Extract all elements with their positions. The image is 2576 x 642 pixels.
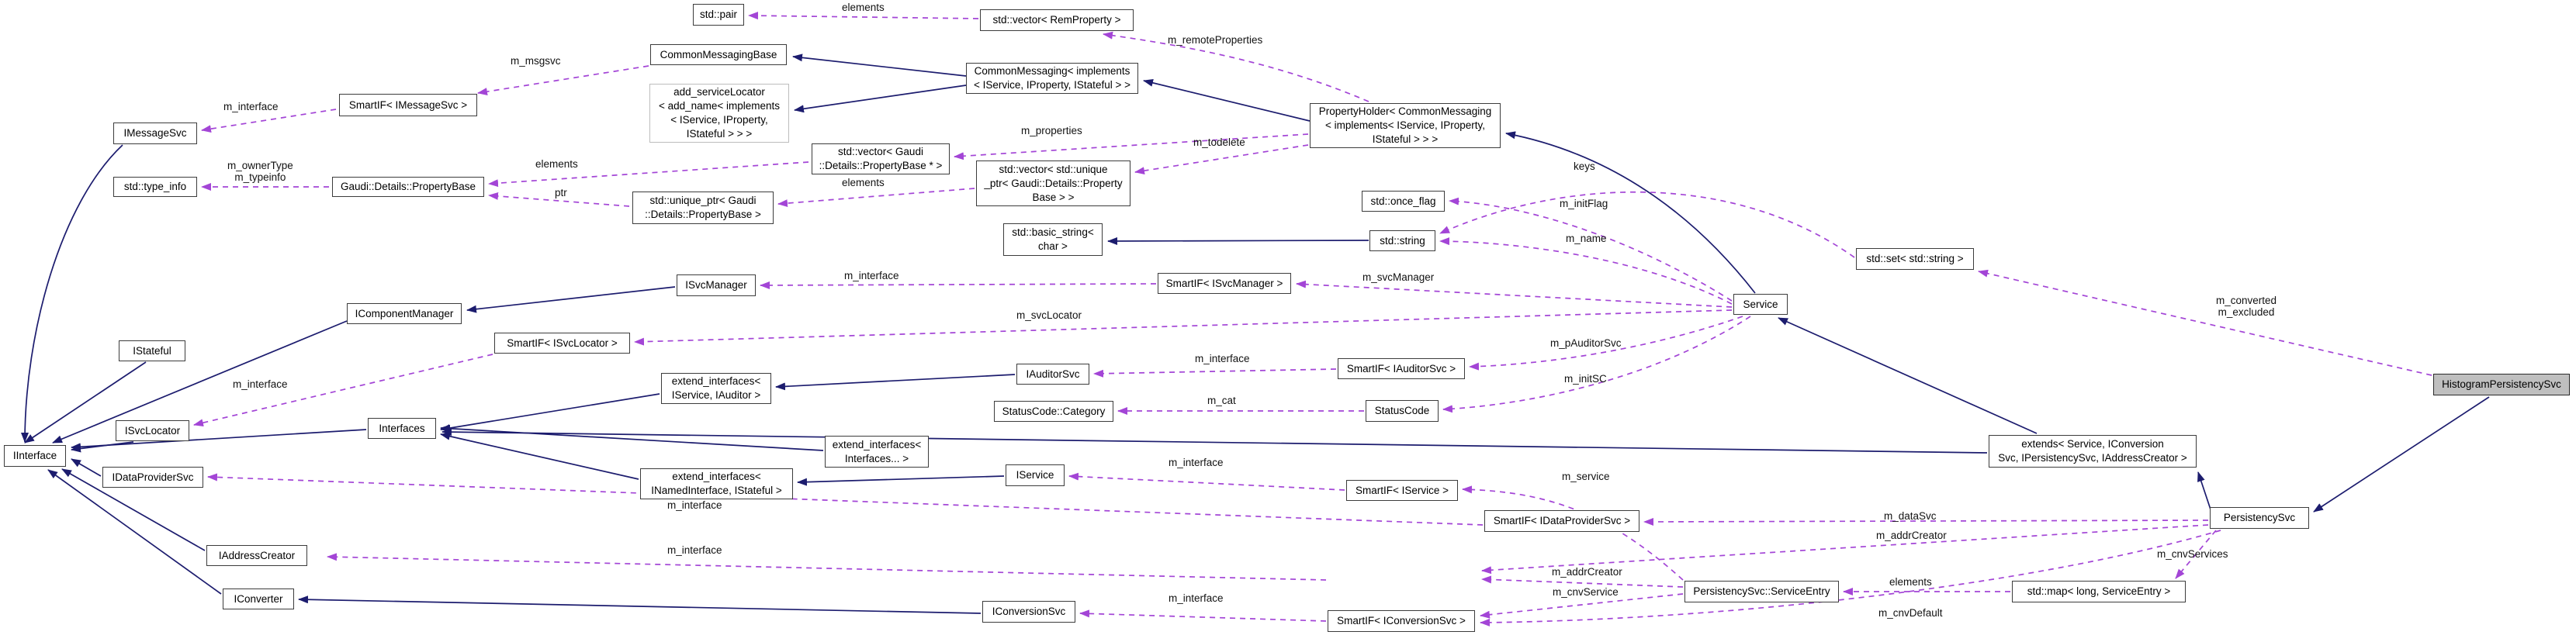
inheritance-edges bbox=[21, 54, 2490, 614]
node-std-set-string[interactable]: std::set< std::string > bbox=[1856, 248, 1974, 270]
node-std-once-flag[interactable]: std::once_flag bbox=[1362, 191, 1445, 212]
edge-label-datasvc: m_dataSvc bbox=[1884, 510, 1937, 522]
edge-label-elements-pair: elements bbox=[842, 2, 885, 13]
edge-label-svclocator: m_svcLocator bbox=[1016, 309, 1082, 321]
node-istateful[interactable]: IStateful bbox=[119, 340, 185, 361]
node-propertyholder[interactable]: PropertyHolder< CommonMessaging < implem… bbox=[1310, 103, 1501, 148]
node-extend-interfaces-variadic[interactable]: extend_interfaces< Interfaces... > bbox=[825, 436, 929, 468]
edge-label-cnvdefault: m_cnvDefault bbox=[1878, 607, 1943, 619]
edge-label-elements-vec: elements bbox=[842, 177, 885, 188]
edge-label-interface-svcloc: m_interface bbox=[233, 378, 288, 390]
node-std-unique-ptr[interactable]: std::unique_ptr< Gaudi ::Details::Proper… bbox=[632, 192, 774, 224]
node-std-vector-gaudi-propertybase[interactable]: std::vector< Gaudi ::Details::PropertyBa… bbox=[812, 143, 950, 174]
node-add-servicelocator[interactable]: add_serviceLocator < add_name< implement… bbox=[649, 84, 789, 143]
node-statuscode-category[interactable]: StatusCode::Category bbox=[994, 401, 1113, 422]
edge-label-elements-pb: elements bbox=[535, 158, 578, 170]
node-std-map-long-serviceentry[interactable]: std::map< long, ServiceEntry > bbox=[2012, 581, 2186, 602]
node-smartif-iconversionsvc[interactable]: SmartIF< IConversionSvc > bbox=[1328, 610, 1475, 632]
node-smartif-imessagesvc[interactable]: SmartIF< IMessageSvc > bbox=[339, 94, 477, 116]
node-iservice[interactable]: IService bbox=[1006, 464, 1065, 486]
node-std-vector-unique-ptr[interactable]: std::vector< std::unique _ptr< Gaudi::De… bbox=[976, 160, 1130, 206]
edge-label-cnvservices: m_cnvServices bbox=[2157, 548, 2228, 560]
edge-label-initflag: m_initFlag bbox=[1560, 198, 1608, 209]
edge-label-name: m_name bbox=[1566, 233, 1607, 244]
edge-label-interface-msg: m_interface bbox=[223, 101, 279, 112]
edge-label-remoteproperties: m_remoteProperties bbox=[1168, 34, 1263, 46]
edge-label-properties: m_properties bbox=[1021, 125, 1082, 136]
node-iconversionsvc[interactable]: IConversionSvc bbox=[982, 601, 1075, 623]
node-std-basic-string[interactable]: std::basic_string< char > bbox=[1003, 223, 1103, 256]
edge-label-interface-auditor: m_interface bbox=[1195, 353, 1250, 364]
edge-label-interface-svcmgr: m_interface bbox=[844, 270, 899, 281]
edge-label-ptr: ptr bbox=[555, 187, 567, 198]
node-persistencysvc-serviceentry[interactable]: PersistencySvc::ServiceEntry bbox=[1684, 581, 1839, 602]
node-extend-interfaces-iservice-iauditor[interactable]: extend_interfaces< IService, IAuditor > bbox=[661, 373, 771, 404]
node-iconverter[interactable]: IConverter bbox=[223, 588, 294, 609]
node-iinterface[interactable]: IInterface bbox=[4, 445, 66, 467]
edge-label-svcmanager: m_svcManager bbox=[1362, 271, 1435, 283]
node-iauditorsvc[interactable]: IAuditorSvc bbox=[1016, 364, 1089, 385]
edge-label-pauditorsvc: m_pAuditorSvc bbox=[1550, 337, 1622, 349]
node-smartif-iservice[interactable]: SmartIF< IService > bbox=[1346, 480, 1458, 501]
edge-label-interface-addr: m_interface bbox=[667, 544, 722, 556]
edge-label-addrcreator-serviceentry: m_addrCreator bbox=[1552, 566, 1622, 578]
node-extend-interfaces-inamedinterface[interactable]: extend_interfaces< INamedInterface, ISta… bbox=[640, 468, 793, 499]
edge-label-converted-excluded: m_converted m_excluded bbox=[2216, 295, 2277, 318]
node-commonmessagingbase[interactable]: CommonMessagingBase bbox=[650, 44, 787, 65]
node-icomponentmanager[interactable]: IComponentManager bbox=[347, 303, 462, 324]
node-smartif-idataprovidersvc[interactable]: SmartIF< IDataProviderSvc > bbox=[1484, 510, 1639, 532]
node-idataprovidersvc[interactable]: IDataProviderSvc bbox=[102, 467, 203, 488]
node-smartif-iauditorsvc[interactable]: SmartIF< IAuditorSvc > bbox=[1338, 358, 1465, 379]
edge-label-interface-iservice: m_interface bbox=[1169, 457, 1224, 468]
node-smartif-isvclocator[interactable]: SmartIF< ISvcLocator > bbox=[494, 333, 630, 354]
node-service[interactable]: Service bbox=[1733, 294, 1788, 315]
usage-edges bbox=[193, 12, 2432, 626]
node-commonmessaging-implements[interactable]: CommonMessaging< implements < IService, … bbox=[966, 63, 1138, 94]
node-std-pair[interactable]: std::pair bbox=[693, 4, 744, 26]
node-isvclocator[interactable]: ISvcLocator bbox=[116, 420, 189, 441]
edge-label-interface-conv: m_interface bbox=[1169, 592, 1224, 604]
node-gaudi-details-propertybase[interactable]: Gaudi::Details::PropertyBase bbox=[332, 177, 484, 197]
node-std-vector-remproperty[interactable]: std::vector< RemProperty > bbox=[980, 9, 1134, 31]
node-isvcmanager[interactable]: ISvcManager bbox=[677, 274, 756, 296]
node-imessagesvc[interactable]: IMessageSvc bbox=[113, 123, 197, 144]
edge-label-cat: m_cat bbox=[1207, 395, 1236, 406]
edge-label-msgsvc: m_msgsvc bbox=[511, 55, 561, 67]
edge-label-elements-map: elements bbox=[1889, 576, 1932, 588]
node-std-string[interactable]: std::string bbox=[1369, 230, 1435, 251]
edge-label-keys: keys bbox=[1574, 160, 1595, 172]
edge-label-initsc: m_initSC bbox=[1564, 373, 1607, 385]
node-iaddresscreator[interactable]: IAddressCreator bbox=[206, 545, 307, 566]
edge-label-ownertype: m_ownerType m_typeinfo bbox=[227, 160, 293, 183]
node-statuscode[interactable]: StatusCode bbox=[1366, 400, 1439, 422]
node-interfaces[interactable]: Interfaces bbox=[368, 418, 436, 439]
node-histogrampersistencysvc: HistogramPersistencySvc bbox=[2433, 374, 2570, 395]
edge-label-todelete: m_todelete bbox=[1193, 136, 1245, 148]
edge-label-addrcreator-persistency: m_addrCreator bbox=[1876, 530, 1947, 541]
node-extends-service-iconversionsvc[interactable]: extends< Service, IConversion Svc, IPers… bbox=[1989, 435, 2197, 468]
edge-label-interface-dps: m_interface bbox=[667, 499, 722, 511]
node-persistencysvc[interactable]: PersistencySvc bbox=[2210, 507, 2309, 529]
node-smartif-isvcmanager[interactable]: SmartIF< ISvcManager > bbox=[1158, 273, 1291, 294]
edge-label-cnvservice: m_cnvService bbox=[1553, 586, 1619, 598]
edge-label-service: m_service bbox=[1562, 471, 1610, 482]
node-std-type-info[interactable]: std::type_info bbox=[113, 177, 197, 197]
